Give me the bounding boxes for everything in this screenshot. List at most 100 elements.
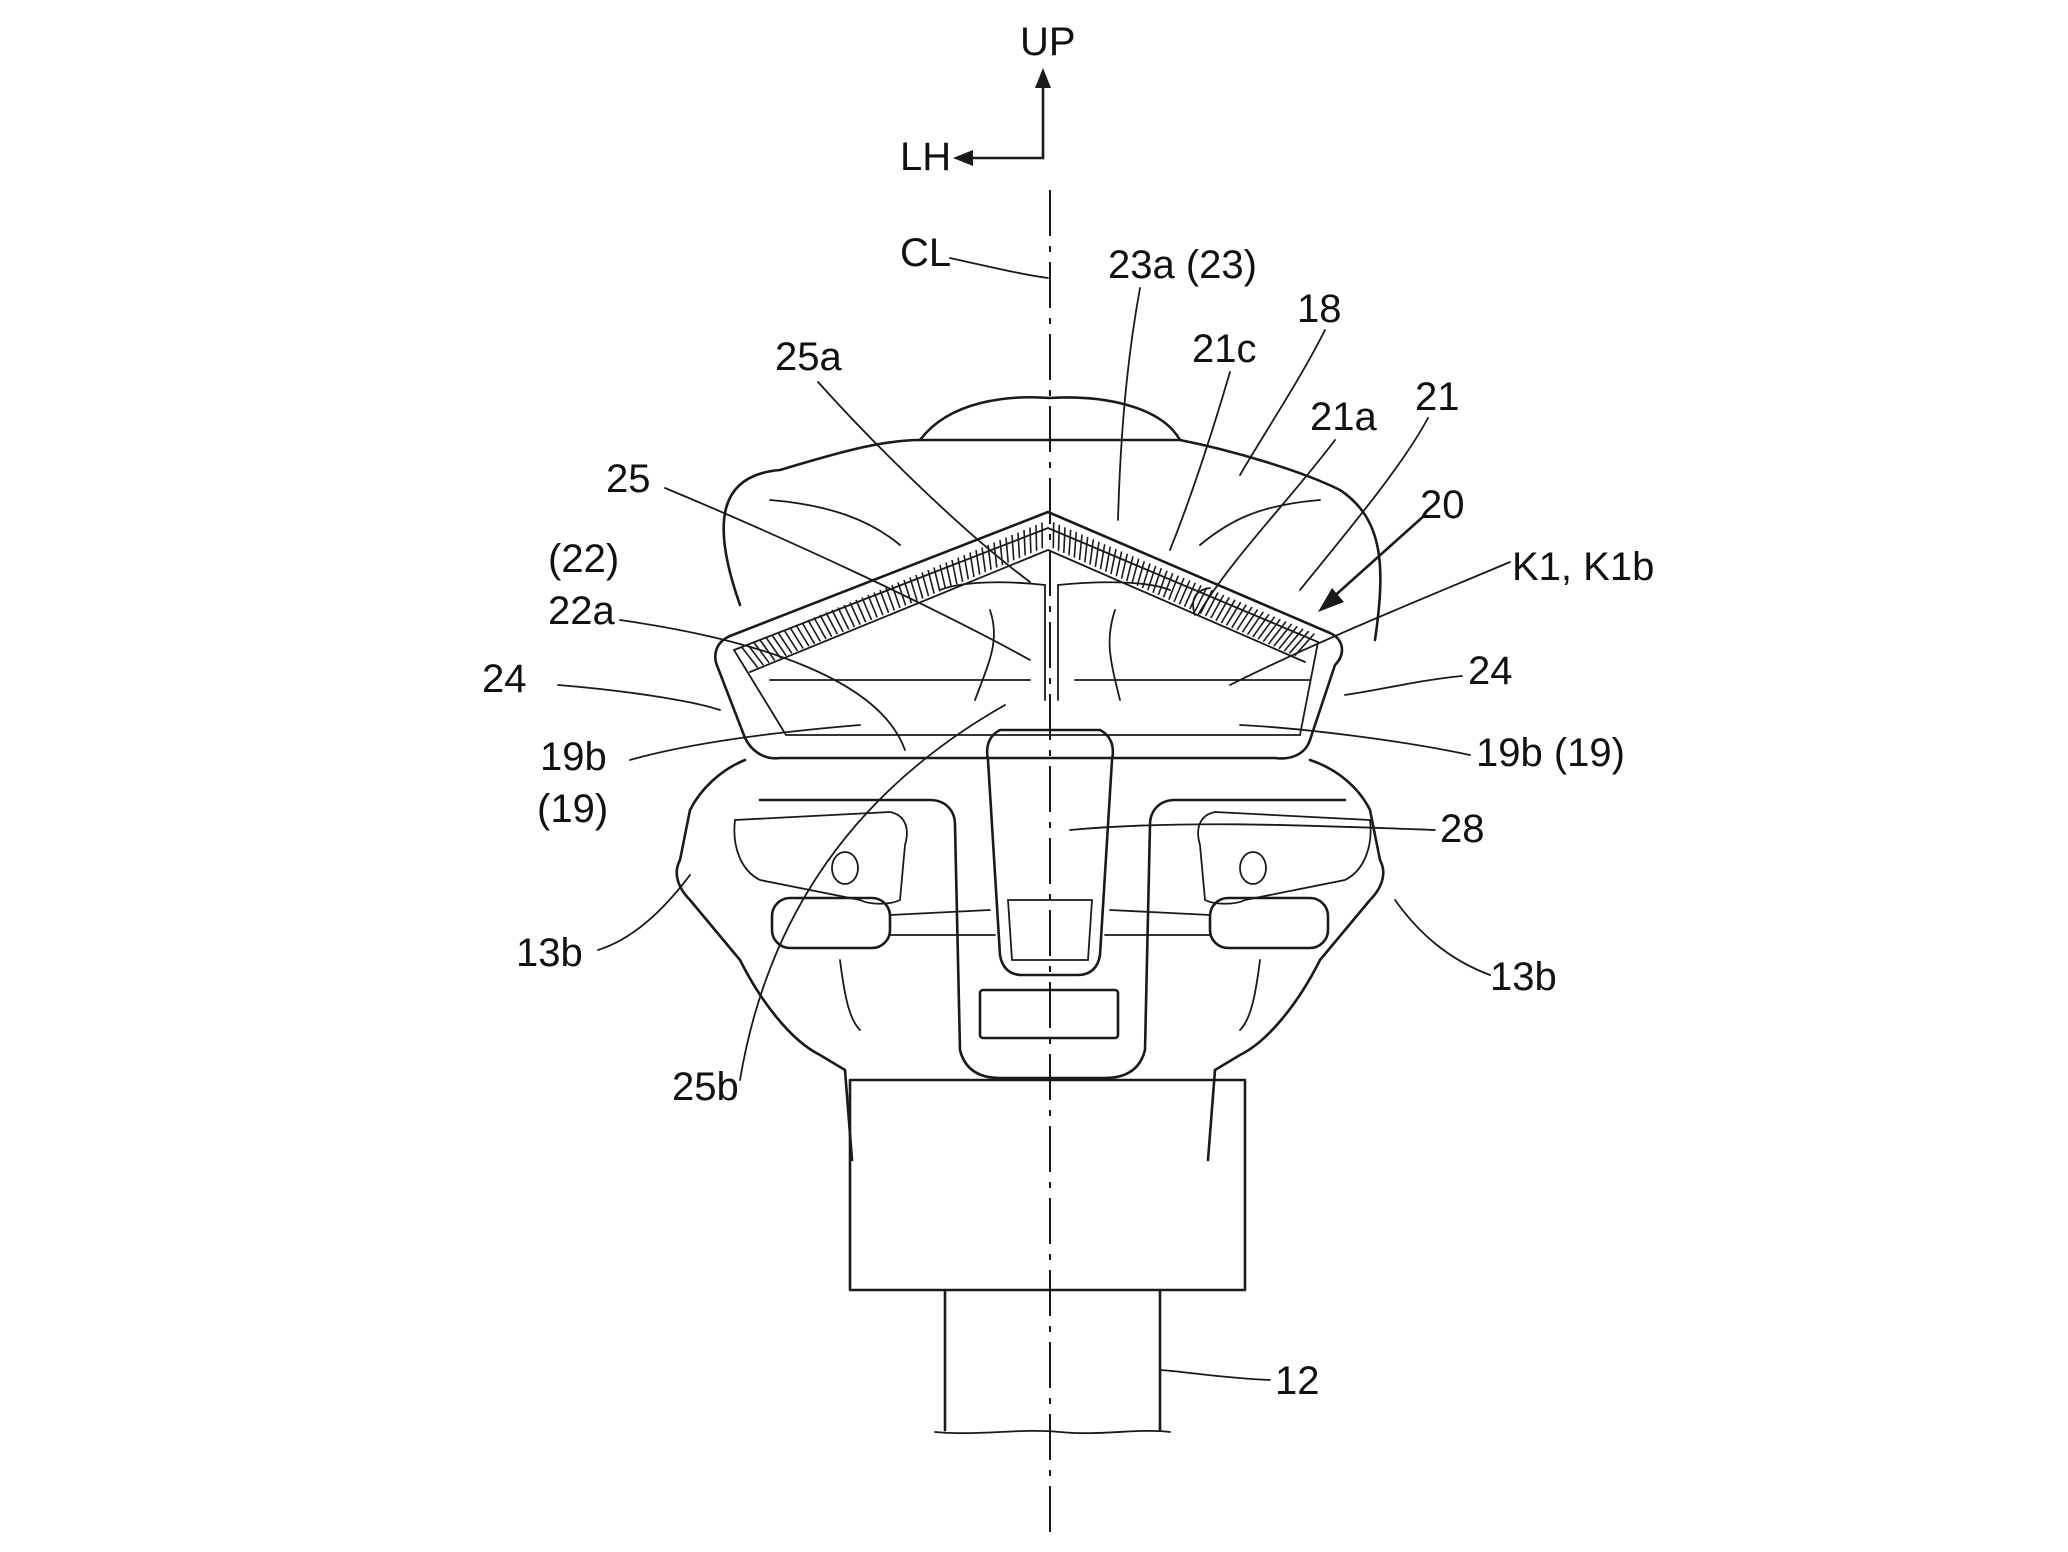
cowl-inner-left bbox=[769, 499, 901, 546]
hatch-line bbox=[783, 629, 799, 652]
hatch-line bbox=[771, 634, 787, 657]
hatch-line bbox=[1005, 537, 1009, 563]
leader-22a bbox=[619, 619, 906, 751]
left-lower-curve bbox=[839, 959, 861, 1031]
label-28: 28 bbox=[1440, 807, 1485, 851]
ref-20-arrow-head bbox=[1318, 588, 1344, 612]
hatch-line bbox=[1078, 534, 1083, 561]
label-19b-right: 19b (19) bbox=[1476, 731, 1625, 775]
hatch-line bbox=[945, 562, 952, 587]
hatch-line bbox=[819, 614, 833, 637]
leader-k1 bbox=[1229, 561, 1511, 686]
post-break-line bbox=[934, 1429, 1171, 1435]
hatch-line bbox=[753, 642, 770, 664]
hatch-line bbox=[1194, 587, 1208, 612]
hatch-line bbox=[915, 574, 924, 599]
hatch-line bbox=[1136, 560, 1146, 586]
leader-21 bbox=[1299, 417, 1429, 591]
leader-13b-right bbox=[1394, 899, 1491, 976]
leader-21a bbox=[1197, 439, 1336, 616]
hatch-line bbox=[795, 624, 810, 647]
tail-lamp-outer bbox=[714, 510, 1344, 760]
hatch-line bbox=[747, 644, 765, 666]
label-19b-left: 19b bbox=[540, 735, 607, 779]
leader-13b-left bbox=[597, 874, 691, 951]
tail-lamp bbox=[714, 510, 1344, 760]
hatch-line bbox=[1210, 594, 1225, 619]
hatch-line bbox=[1023, 529, 1026, 556]
hatch-line bbox=[1035, 524, 1038, 551]
lh-arrow-head bbox=[953, 150, 973, 166]
hatch-line bbox=[891, 584, 901, 609]
hatch-line bbox=[831, 609, 844, 633]
left-inner-panel bbox=[758, 798, 1052, 1080]
right-reflector-dot bbox=[1239, 851, 1267, 885]
hatch-line bbox=[1273, 623, 1293, 647]
label-lh: LH bbox=[900, 135, 951, 179]
hatch-line bbox=[1011, 534, 1015, 561]
plate-post bbox=[943, 1288, 1162, 1432]
center-divider bbox=[1044, 584, 1059, 701]
hatch-line bbox=[741, 647, 759, 669]
hatch-line bbox=[1120, 553, 1129, 579]
label-up: UP bbox=[1020, 20, 1076, 64]
hatch-line bbox=[909, 577, 918, 602]
label-24-left: 24 bbox=[482, 657, 527, 701]
light-guide-lower-edge bbox=[749, 549, 1306, 673]
label-13b-right: 13b bbox=[1490, 955, 1557, 999]
hatch-line bbox=[759, 639, 776, 661]
hatch-line bbox=[1236, 606, 1253, 631]
hatch-line bbox=[903, 579, 913, 604]
hatch-line bbox=[849, 602, 861, 626]
divider-cap bbox=[939, 581, 1171, 591]
label-25b: 25b bbox=[672, 1065, 739, 1109]
hatch-line bbox=[1131, 558, 1140, 584]
left-reflector-dot bbox=[831, 851, 859, 885]
license-plate-block bbox=[848, 1078, 1247, 1435]
light-guide-hatching bbox=[741, 522, 1315, 669]
leader-21c bbox=[1169, 371, 1231, 551]
hatch-line bbox=[855, 599, 867, 623]
hatch-line bbox=[1147, 565, 1157, 591]
housing-lower-lens bbox=[1007, 899, 1093, 961]
hatch-line bbox=[1231, 604, 1247, 629]
leader-23a bbox=[1117, 287, 1141, 521]
label-22: (22) bbox=[548, 537, 619, 581]
hatch-line bbox=[1162, 572, 1174, 598]
label-25a: 25a bbox=[775, 335, 842, 379]
hatch-line bbox=[843, 604, 856, 628]
hatch-line bbox=[933, 567, 941, 592]
right-side-cover bbox=[1213, 758, 1385, 1072]
housing-outline bbox=[985, 728, 1115, 977]
bulb-mark bbox=[1192, 587, 1211, 616]
label-12: 12 bbox=[1275, 1359, 1320, 1403]
label-18: 18 bbox=[1297, 287, 1342, 331]
hatch-line bbox=[1029, 527, 1032, 554]
ref-20-arrow-shaft bbox=[1328, 513, 1427, 602]
leader-18 bbox=[1239, 329, 1326, 476]
leader-25 bbox=[664, 487, 1031, 661]
hatch-line bbox=[1068, 529, 1072, 556]
hatch-line bbox=[1157, 570, 1168, 596]
rear-body bbox=[675, 758, 1385, 1162]
seat-cowl bbox=[722, 395, 1382, 642]
right-lower-curve bbox=[1239, 959, 1261, 1031]
hatch-line bbox=[939, 564, 947, 590]
hatch-line bbox=[1225, 601, 1242, 626]
hatch-line bbox=[1178, 580, 1191, 605]
hatch-line bbox=[873, 592, 884, 616]
hatch-line bbox=[1089, 539, 1095, 565]
hatch-line bbox=[1115, 551, 1123, 577]
hatch-line bbox=[963, 554, 970, 580]
right-window bbox=[1197, 811, 1372, 905]
hatch-line bbox=[867, 594, 878, 618]
hatch-line bbox=[1288, 630, 1310, 654]
tail-lamp-inner bbox=[732, 527, 1320, 736]
hatch-line bbox=[801, 622, 816, 645]
label-23a: 23a (23) bbox=[1108, 243, 1257, 287]
hatch-line bbox=[813, 617, 827, 640]
hatch-line bbox=[975, 549, 981, 575]
labels: UP LH CL 23a (23) 18 21c 21a 21 25a 25 2… bbox=[482, 20, 1654, 1403]
